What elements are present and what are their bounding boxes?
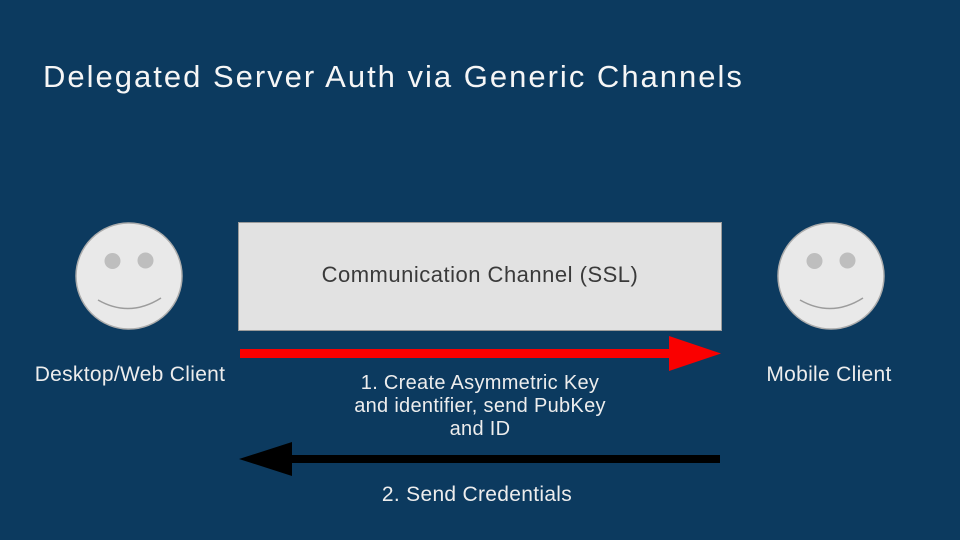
- step1-label: 1. Create Asymmetric Key and identifier,…: [354, 372, 606, 440]
- arrow-shaft: [240, 349, 674, 358]
- right-eye-icon: [137, 252, 154, 269]
- step2-arrow-left-icon: [239, 442, 720, 476]
- communication-channel-label: Communication Channel (SSL): [321, 261, 639, 287]
- smile-icon: [799, 297, 864, 310]
- step2-label: 2. Send Credentials: [381, 483, 573, 506]
- left-eye-icon: [104, 253, 121, 269]
- left-eye-icon: [806, 253, 823, 269]
- mobile-client-label: Mobile Client: [766, 363, 892, 386]
- desktop-client-label: Desktop/Web Client: [34, 363, 226, 386]
- communication-channel-box: Communication Channel (SSL): [238, 222, 722, 331]
- mobile-client-smiley-icon: [777, 222, 885, 330]
- step1-arrow-right-icon: [240, 336, 721, 371]
- smile-icon: [97, 297, 162, 310]
- arrow-shaft: [290, 455, 720, 463]
- arrow-head: [239, 442, 292, 476]
- desktop-client-smiley-icon: [75, 222, 183, 330]
- face-circle: [75, 222, 183, 330]
- face-circle: [777, 222, 885, 330]
- arrow-head: [669, 336, 721, 371]
- slide-title: Delegated Server Auth via Generic Channe…: [43, 59, 744, 94]
- right-eye-icon: [839, 252, 856, 269]
